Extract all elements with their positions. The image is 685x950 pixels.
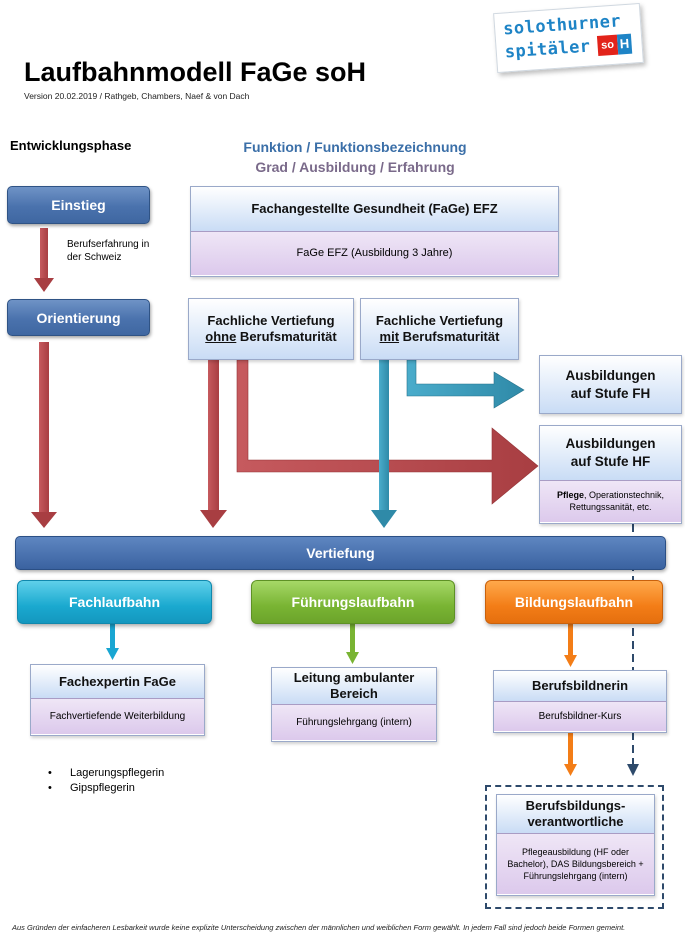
track-fachlaufbahn: Fachlaufbahn <box>17 580 212 624</box>
logo-mark: so H <box>596 33 633 56</box>
arrow-fach-role <box>106 622 119 660</box>
box-fage-efz: Fachangestellte Gesundheit (FaGe) EFZ Fa… <box>190 186 559 277</box>
track-fuehrungslaufbahn: Führungslaufbahn <box>251 580 455 624</box>
version-line: Version 20.02.2019 / Rathgeb, Chambers, … <box>24 91 250 101</box>
phase-vertiefung: Vertiefung <box>15 536 666 570</box>
special-roles-list: Lagerungspflegerin Gipspflegerin <box>48 766 164 796</box>
track-bildungslaufbahn: Bildungslaufbahn <box>485 580 663 624</box>
phase-einstieg: Einstieg <box>7 186 150 224</box>
box-leitung-ambulant: Leitung ambulanter Bereich Führungslehrg… <box>271 667 437 742</box>
arrow-fuehrung-role <box>346 622 359 664</box>
arrow-ohne-bm-hf <box>236 359 539 505</box>
box-berufsbildungsverantwortliche: Berufsbildungs-verantwortliche Pflegeaus… <box>496 794 655 896</box>
phase-orientierung: Orientierung <box>7 299 150 336</box>
box-stufe-hf: Ausbildungen auf Stufe HF Pflege, Operat… <box>539 425 682 524</box>
dashed-frame <box>485 785 664 909</box>
box-vertiefung-ohne-bm: Fachliche Vertiefung ohne Berufsmaturitä… <box>188 298 354 360</box>
box-vertiefung-mit-bm: Fachliche Vertiefung mit Berufsmaturität <box>360 298 519 360</box>
arrow-ohne-bm-vertiefung <box>200 360 227 528</box>
arrow-mit-bm-fh <box>406 359 525 409</box>
arrow-bbn-bbv <box>564 731 577 776</box>
function-column-heading: Funktion / Funktionsbezeichnung Grad / A… <box>243 139 467 175</box>
box-fachexpertin: Fachexpertin FaGe Fachvertiefende Weiter… <box>30 664 205 736</box>
arrow-mit-bm-vertiefung <box>371 360 397 528</box>
box-berufsbildnerin: Berufsbildnerin Berufsbildner-Kurs <box>493 670 667 733</box>
arrow-orientierung-vertiefung <box>31 342 57 528</box>
note-berufserfahrung: Berufserfahrung in der Schweiz <box>67 239 150 263</box>
list-item: Gipspflegerin <box>48 781 164 796</box>
phase-column-heading: Entwicklungsphase <box>10 138 132 153</box>
arrow-bildung-role <box>564 622 577 667</box>
list-item: Lagerungspflegerin <box>48 766 164 781</box>
brand-logo: solothurner spitäler so H <box>493 2 644 74</box>
page-title: Laufbahnmodell FaGe soH <box>24 57 367 87</box>
box-stufe-fh: Ausbildungen auf Stufe FH <box>539 355 682 414</box>
footnote: Aus Gründen der einfacheren Lesbarkeit w… <box>12 923 626 932</box>
arrow-einstieg-orientierung <box>34 228 54 292</box>
